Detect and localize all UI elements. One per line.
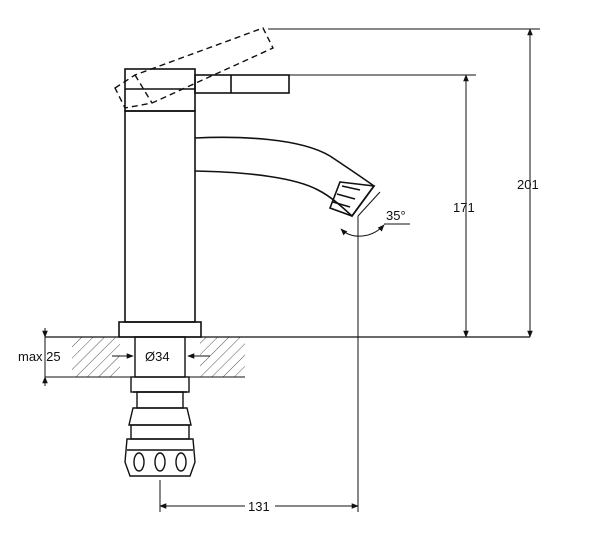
dim-total-height-label: 201 <box>517 177 539 192</box>
main-column <box>124 110 196 323</box>
base-ring <box>118 321 202 338</box>
dim-total-height <box>268 28 540 338</box>
dim-hole-diameter-label: Ø34 <box>145 349 170 364</box>
faucet-body <box>118 68 376 338</box>
deck-section <box>45 336 530 378</box>
spout <box>194 136 376 218</box>
dim-spout-reach-label: 131 <box>248 499 270 514</box>
dim-spout-angle-label: 35° <box>386 208 406 223</box>
aerator <box>328 181 376 217</box>
dim-spout-reach <box>159 216 359 512</box>
lever-handle <box>194 74 290 94</box>
dim-spout-height-label: 171 <box>453 200 475 215</box>
dim-spout-height <box>289 74 476 338</box>
dim-spout-angle <box>340 191 410 237</box>
dim-max-deck-thickness-label: max 25 <box>18 349 61 364</box>
mounting-shank <box>124 336 196 477</box>
lever-open-position <box>114 27 274 109</box>
